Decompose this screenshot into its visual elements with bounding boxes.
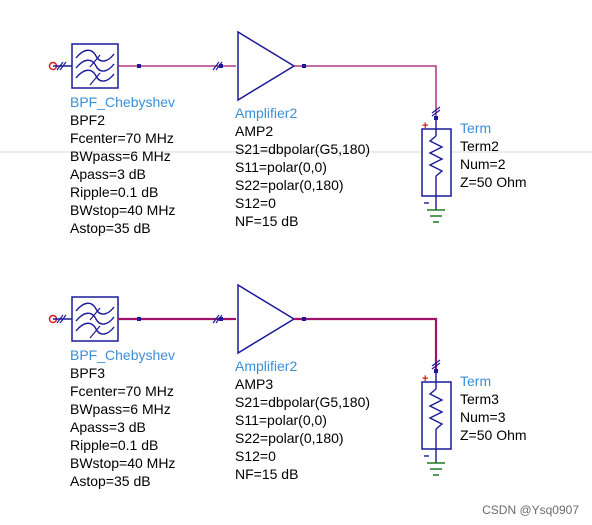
bpf2-instance-label: BPF2 [70,112,106,128]
amp3-symbol[interactable] [237,283,296,355]
term2-type-label: Term [460,120,492,136]
term3-param: Z=50 Ohm [460,427,527,443]
amp2-type-label: Amplifier2 [235,105,298,121]
bpf3-param: Apass=3 dB [70,419,146,435]
bpf3-instance-label: BPF3 [70,365,106,381]
bpf3-param: Ripple=0.1 dB [70,437,159,453]
term2-param: Z=50 Ohm [460,174,527,190]
bpf3-param: Astop=35 dB [70,473,151,489]
amp3-param: NF=15 dB [235,466,299,482]
svg-text:+: + [422,120,428,132]
bpf2-param: Apass=3 dB [70,166,146,182]
term3-symbol[interactable]: + [421,373,452,476]
amp2-instance-label: AMP2 [235,123,274,139]
term3-label-block: Term Term3 Num=3 Z=50 Ohm [460,372,527,444]
term3-instance-label: Term3 [460,391,499,407]
wire-1b[interactable] [294,64,441,120]
amp3-type-label: Amplifier2 [235,358,298,374]
bpf2-param: BWstop=40 MHz [70,202,176,218]
svg-text:+: + [422,373,428,385]
bpf3-param: BWpass=6 MHz [70,401,171,417]
bpf3-param: BWstop=40 MHz [70,455,176,471]
bpf2-symbol[interactable] [71,43,119,89]
amp2-param: S22=polar(0,180) [235,177,344,193]
input-port-1[interactable] [48,61,73,71]
term3-param: Num=3 [460,409,506,425]
term3-type-label: Term [460,373,492,389]
bpf3-type-label: BPF_Chebyshev [70,347,176,363]
amp3-param: S22=polar(0,180) [235,430,344,446]
amp3-param: S12=0 [235,448,276,464]
wire-2b[interactable] [294,317,441,373]
bpf2-param: Astop=35 dB [70,220,151,236]
amp3-instance-label: AMP3 [235,376,274,392]
amp2-param: S21=dbpolar(G5,180) [235,141,371,157]
wire-2a[interactable] [118,314,236,324]
circuit-row-1: + [48,30,452,223]
term2-param: Num=2 [460,156,506,172]
bpf2-param: Ripple=0.1 dB [70,184,159,200]
amp2-param: NF=15 dB [235,213,299,229]
amp3-label-block: Amplifier2 AMP3 S21=dbpolar(G5,180) S11=… [235,357,370,483]
amp2-param: S11=polar(0,0) [235,159,327,175]
amp3-param: S21=dbpolar(G5,180) [235,394,371,410]
bpf3-label-block: BPF_Chebyshev BPF3 Fcenter=70 MHz BWpass… [70,346,175,490]
term2-label-block: Term Term2 Num=2 Z=50 Ohm [460,119,527,191]
bpf2-param: Fcenter=70 MHz [70,130,174,146]
bpf2-param: BWpass=6 MHz [70,148,171,164]
amp3-param: S11=polar(0,0) [235,412,327,428]
amp2-symbol[interactable] [237,30,296,102]
bpf2-type-label: BPF_Chebyshev [70,94,176,110]
term2-instance-label: Term2 [460,138,499,154]
circuit-row-2: + [48,283,452,476]
bpf3-param: Fcenter=70 MHz [70,383,174,399]
bpf3-symbol[interactable] [71,296,119,342]
watermark: CSDN @Ysq0907 [482,503,579,517]
input-port-2[interactable] [48,314,73,324]
amp2-label-block: Amplifier2 AMP2 S21=dbpolar(G5,180) S11=… [235,104,370,230]
term2-symbol[interactable]: + [421,120,452,223]
wire-1a[interactable] [118,61,236,71]
amp2-param: S12=0 [235,195,276,211]
bpf2-label-block: BPF_Chebyshev BPF2 Fcenter=70 MHz BWpass… [70,93,175,237]
